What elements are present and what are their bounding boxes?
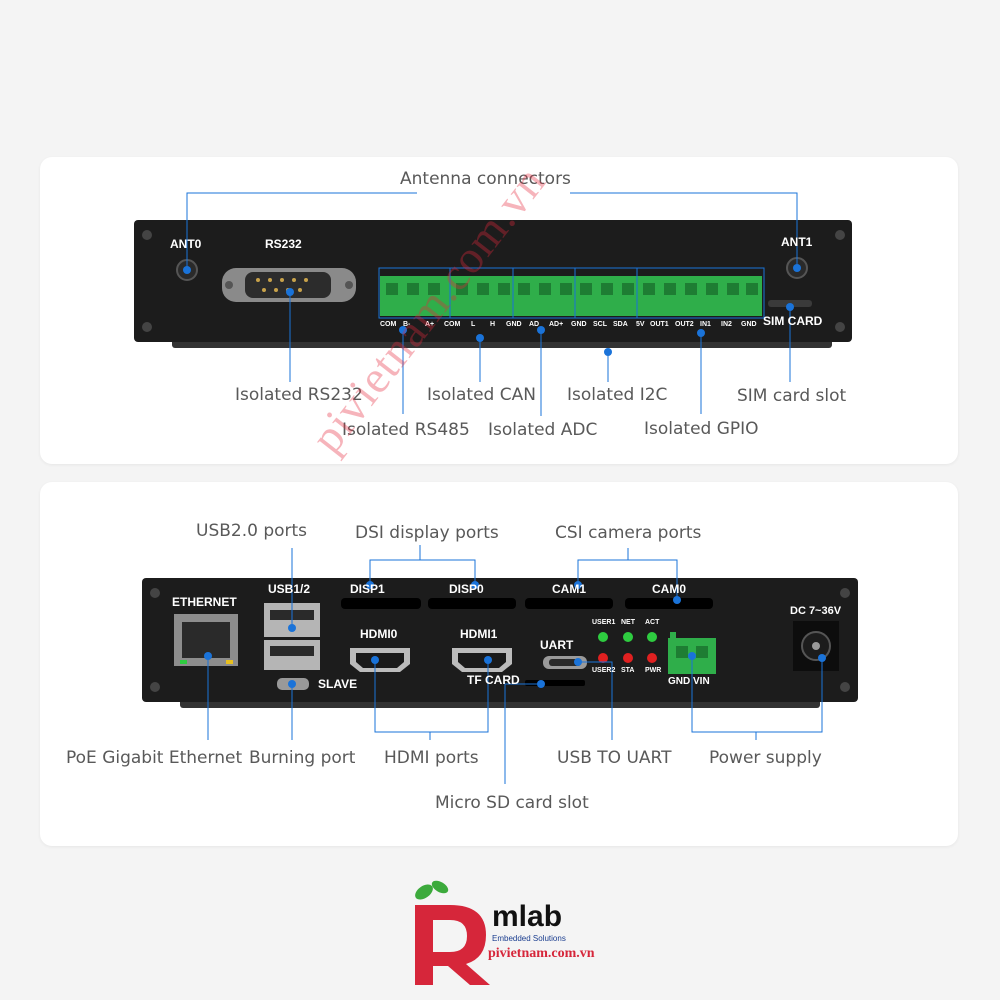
led-user2-label: USER2 (592, 667, 616, 674)
uart-label: UART (540, 638, 574, 652)
cam1-label: CAM1 (552, 582, 587, 596)
pin-label: OUT2 (675, 321, 694, 328)
disp1-label: DISP1 (350, 582, 385, 596)
led-sta-label: STA (621, 667, 635, 674)
isolated-rs485-callout: Isolated RS485 (342, 420, 470, 440)
usb2-ports-callout: USB2.0 ports (196, 521, 308, 541)
burning-port-callout: Burning port (249, 748, 356, 768)
hdmi0-label: HDMI0 (360, 627, 398, 641)
led-user1-label: USER1 (592, 619, 616, 626)
pin-label: A+ (425, 321, 435, 328)
power-supply-callout: Power supply (709, 748, 822, 768)
pin-label: IN2 (721, 321, 732, 328)
isolated-can-callout: Isolated CAN (427, 385, 536, 405)
tf-card-label: TF CARD (467, 673, 520, 687)
poe-gigabit-ethernet-callout: PoE Gigabit Ethernet (66, 748, 243, 768)
logo-brand: mlab (492, 900, 563, 933)
hdmi-ports-callout: HDMI ports (384, 748, 479, 768)
disp0-label: DISP0 (449, 582, 484, 596)
pin-label: AD+ (549, 321, 564, 328)
pin-label: GND (741, 321, 757, 328)
dc-input-label: DC 7~36V (790, 605, 842, 617)
isolated-i2c-callout: Isolated I2C (567, 385, 668, 405)
antenna-connectors-callout: Antenna connectors (400, 169, 571, 189)
csi-camera-ports-callout: CSI camera ports (555, 523, 702, 543)
isolated-adc-callout: Isolated ADC (488, 420, 598, 440)
ant0-label: ANT0 (170, 237, 202, 251)
rs232-label: RS232 (265, 237, 302, 251)
dsi-display-ports-callout: DSI display ports (355, 523, 499, 543)
ethernet-label: ETHERNET (172, 595, 237, 609)
isolated-gpio-callout: Isolated GPIO (644, 419, 759, 439)
gnd-vin-label: GND VIN (668, 676, 710, 687)
sim-card-label: SIM CARD (763, 314, 823, 328)
sim-card-slot-callout: SIM card slot (737, 386, 847, 406)
usb-to-uart-callout: USB TO UART (557, 748, 672, 768)
led-act-label: ACT (645, 619, 660, 626)
logo-tagline: Embedded Solutions (492, 934, 566, 943)
ant1-label: ANT1 (781, 235, 813, 249)
pin-label: H (490, 321, 496, 328)
led-pwr-label: PWR (645, 667, 662, 674)
hdmi1-label: HDMI1 (460, 627, 498, 641)
slave-label: SLAVE (318, 677, 358, 691)
bottom-card (40, 482, 958, 846)
isolated-rs232-callout: Isolated RS232 (235, 385, 363, 405)
pin-label: SDA (613, 321, 628, 328)
pin-label: GND (506, 321, 522, 328)
pin-label: B- (403, 321, 411, 328)
pin-label: L (471, 321, 476, 328)
led-net-label: NET (621, 619, 635, 626)
pin-label: GND (571, 321, 587, 328)
micro-sd-card-slot-callout: Micro SD card slot (435, 793, 589, 813)
pin-label: SCL (593, 321, 607, 328)
usb12-label: USB1/2 (268, 582, 311, 596)
pin-label: 5V (636, 321, 645, 328)
pin-label: OUT1 (650, 321, 669, 328)
pin-label: COM (380, 321, 397, 328)
pin-label: COM (444, 321, 461, 328)
cam0-label: CAM0 (652, 582, 687, 596)
logo-website: pivietnam.com.vn (488, 946, 595, 961)
pin-label: AD (529, 321, 540, 328)
pin-label: IN1 (700, 321, 711, 328)
